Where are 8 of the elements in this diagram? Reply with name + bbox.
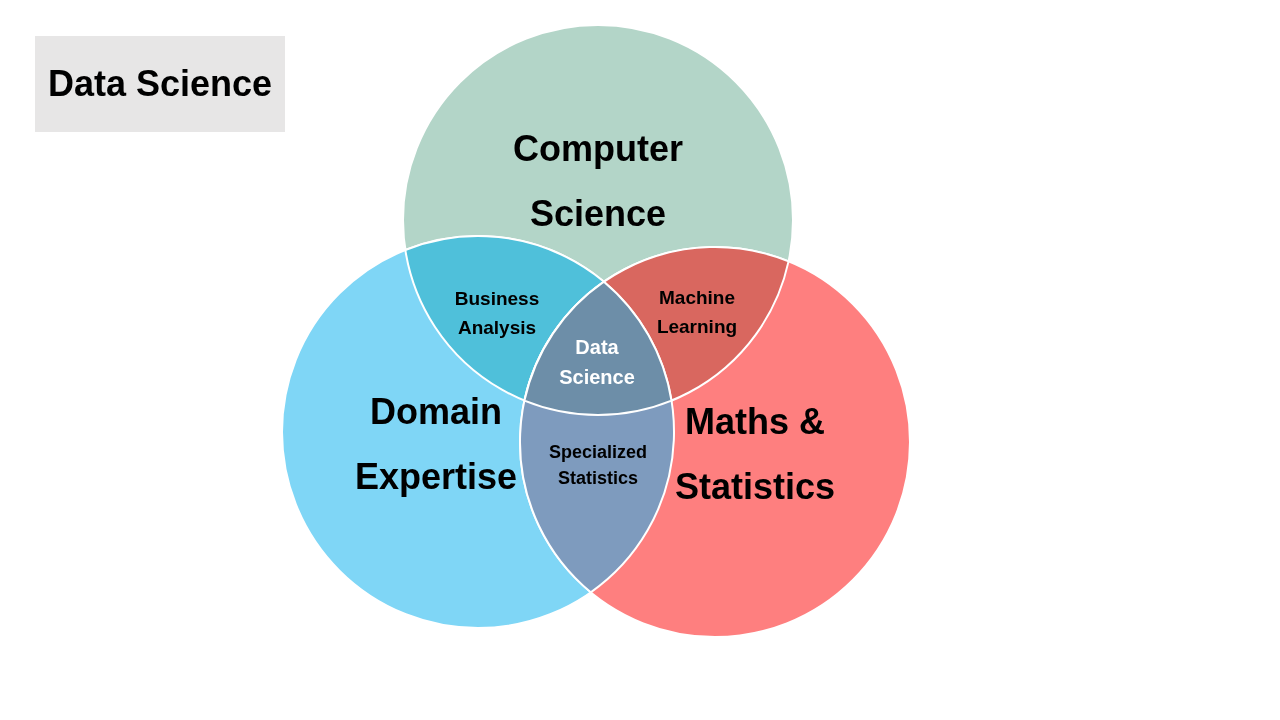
circle-label: Computer Science bbox=[512, 127, 684, 236]
region-label: Data Science bbox=[558, 335, 636, 390]
circle-label: Maths & Statistics bbox=[673, 400, 837, 509]
title: Data Science bbox=[35, 36, 285, 132]
region-label: Specialized Statistics bbox=[547, 440, 648, 490]
region-label: Machine Learning bbox=[655, 285, 739, 339]
region-label: Business Analysis bbox=[453, 286, 541, 340]
circle-label: Domain Expertise bbox=[353, 390, 519, 499]
